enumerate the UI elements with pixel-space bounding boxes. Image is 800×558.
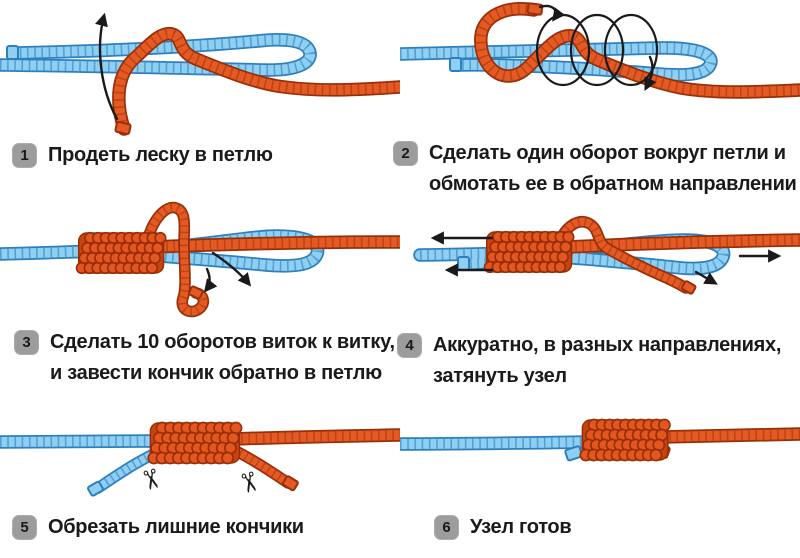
caption-line: Аккуратно, в разных направлениях, bbox=[433, 334, 782, 356]
step-6-illustration bbox=[400, 418, 800, 462]
pull-tag-arrow-icon bbox=[694, 270, 718, 285]
coil-wraps bbox=[579, 418, 671, 462]
thread-direction-arrow-icon bbox=[95, 12, 119, 121]
blue-line bbox=[400, 435, 593, 462]
coil-wraps bbox=[75, 231, 167, 275]
step-3-illustration bbox=[0, 201, 400, 318]
step-5-number-badge: 5 bbox=[12, 515, 37, 540]
caption-line: Сделать 10 оборотов виток к витку, bbox=[50, 331, 395, 353]
blue-line-loop bbox=[400, 41, 718, 82]
caption-line: обмотать ее в обратном направлении bbox=[429, 173, 797, 195]
caption-line: Сделать один оборот вокруг петли и bbox=[429, 142, 786, 164]
orange-line bbox=[651, 427, 800, 459]
step-2-illustration bbox=[400, 2, 800, 99]
coil-wraps bbox=[147, 421, 243, 465]
step-2-caption: 2 Сделать один оборот вокруг петли и обм… bbox=[393, 138, 797, 200]
step-2-number-badge: 2 bbox=[393, 141, 418, 166]
orange-line bbox=[142, 201, 400, 318]
step-4-caption: 4 Аккуратно, в разных направлениях, затя… bbox=[397, 330, 781, 392]
blue-line bbox=[0, 434, 164, 497]
tighten-arrows bbox=[430, 231, 782, 285]
caption-line: Продеть леску в петлю bbox=[48, 144, 273, 166]
orange-line bbox=[227, 428, 400, 492]
orange-line bbox=[554, 216, 800, 295]
wrap-direction-spiral-icon bbox=[535, 4, 659, 91]
orange-line bbox=[112, 26, 400, 136]
orange-line bbox=[474, 2, 800, 99]
scissors-icon: ✂ bbox=[133, 465, 168, 495]
step-1-number-badge: 1 bbox=[12, 143, 37, 168]
caption-line: Обрезать лишние кончики bbox=[48, 516, 304, 538]
step-1-illustration bbox=[0, 12, 400, 136]
caption-line: и завести кончик обратно в петлю bbox=[50, 362, 382, 384]
step-5-illustration: ✂ ✂ bbox=[0, 421, 400, 498]
step-3-number-badge: 3 bbox=[14, 330, 39, 355]
coil-wraps bbox=[483, 230, 575, 274]
step-5-caption: 5 Обрезать лишние кончики bbox=[12, 512, 304, 543]
caption-line: Узел готов bbox=[470, 516, 572, 538]
blue-line-loop bbox=[0, 32, 317, 77]
small-tuck-arrow-icon bbox=[203, 267, 218, 293]
step-4-number-badge: 4 bbox=[397, 333, 422, 358]
step-4-illustration bbox=[413, 216, 800, 295]
step-6-number-badge: 6 bbox=[434, 515, 459, 540]
tuck-direction-arrow-icon bbox=[211, 251, 252, 287]
step-6-caption: 6 Узел готов bbox=[434, 512, 572, 543]
step-3-caption: 3 Сделать 10 оборотов виток к витку, и з… bbox=[14, 327, 395, 389]
step-1-caption: 1 Продеть леску в петлю bbox=[12, 140, 273, 171]
caption-line: затянуть узел bbox=[433, 365, 567, 387]
scissors-icon: ✂ bbox=[231, 468, 266, 498]
